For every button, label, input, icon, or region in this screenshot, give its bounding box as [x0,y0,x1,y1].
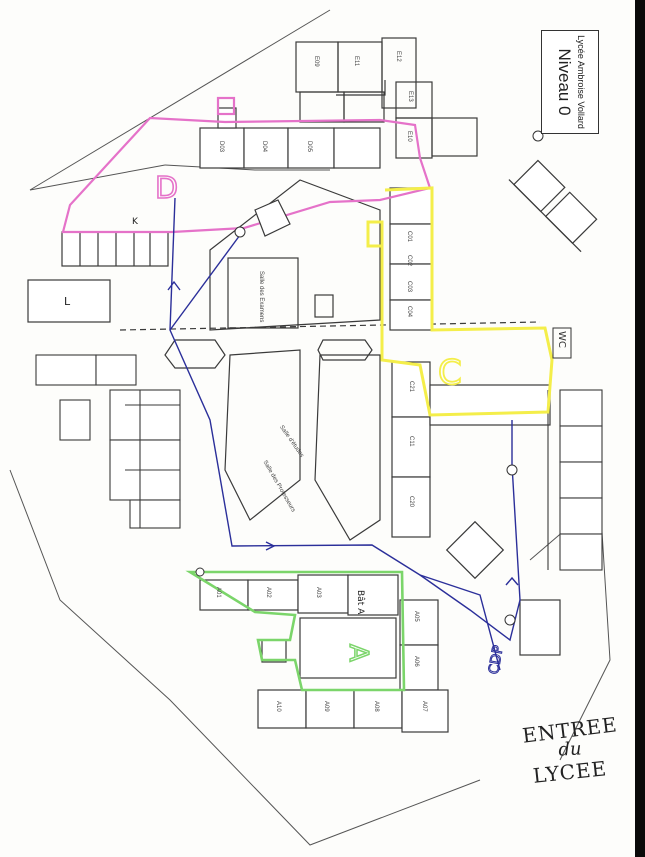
wc-box [552,327,572,359]
zone-label-c: C [438,353,462,393]
room-label-a07: A07 [421,701,427,712]
room-label-c11: C11 [408,436,414,447]
room-label-c02: C02 [406,255,412,267]
building-e-wing [295,37,478,159]
room-label-e09: E09 [313,56,319,67]
room-label-a10: A10 [275,701,281,712]
building-k-wing [61,231,169,267]
scan-edge [635,0,645,857]
building-l [27,279,111,323]
room-label-salle-profs: Salle des Professeurs [262,460,296,514]
room-label-salle-examens: Salle des Examens [258,271,264,322]
room-label-e11: E11 [353,56,359,67]
room-label-c21: C21 [408,381,414,393]
zone-label-cdp: CDP [486,644,507,675]
room-label-a01: A01 [215,587,221,598]
door-markers [195,130,544,626]
room-label-a06: A06 [413,656,419,667]
building-c-wing [389,187,551,538]
room-label-d05: D05 [306,141,312,153]
building-left-wing [35,354,181,529]
room-label-e10: E10 [406,131,412,142]
building-central-hall [119,179,541,541]
green-zone [185,570,406,692]
school-name: Lycée Ambroise Vollard [576,35,586,129]
zone-label-bat-a: Bât A [355,590,365,615]
map-title-box: Lycée Ambroise Vollard Niveau 0 [541,30,599,134]
room-label-c03: C03 [406,281,412,293]
room-label-a05: A05 [413,611,419,622]
level-title: Niveau 0 [555,48,574,116]
zone-label-k: K [132,217,139,227]
building-d-wing [199,107,381,169]
entrance-label: ENTREE du LYCEE [510,712,630,787]
yellow-zone [366,186,554,417]
room-label-d03: D03 [218,141,224,153]
room-label-c04: C04 [406,306,412,318]
zone-label-wc: WC [556,331,567,348]
room-label-a09: A09 [323,701,329,712]
room-label-e13: E13 [407,91,413,102]
zone-label-d: D [155,171,178,206]
room-label-e12: E12 [395,51,401,62]
zone-label-a: A [343,644,373,662]
building-m [254,199,291,237]
room-label-a03: A03 [315,587,321,598]
room-label-d04: D04 [261,141,267,153]
room-label-c01: C01 [406,231,412,243]
pink-route [61,96,432,234]
room-label-a08: A08 [373,701,379,712]
room-label-c20: C20 [408,496,414,508]
room-label-a02: A02 [265,587,271,598]
building-right-wing [547,389,603,571]
building-top-right [508,159,598,253]
blue-route [167,197,521,671]
zone-label-l: L [64,295,71,308]
building-a-wing [199,574,561,733]
building-diamond [445,520,505,580]
